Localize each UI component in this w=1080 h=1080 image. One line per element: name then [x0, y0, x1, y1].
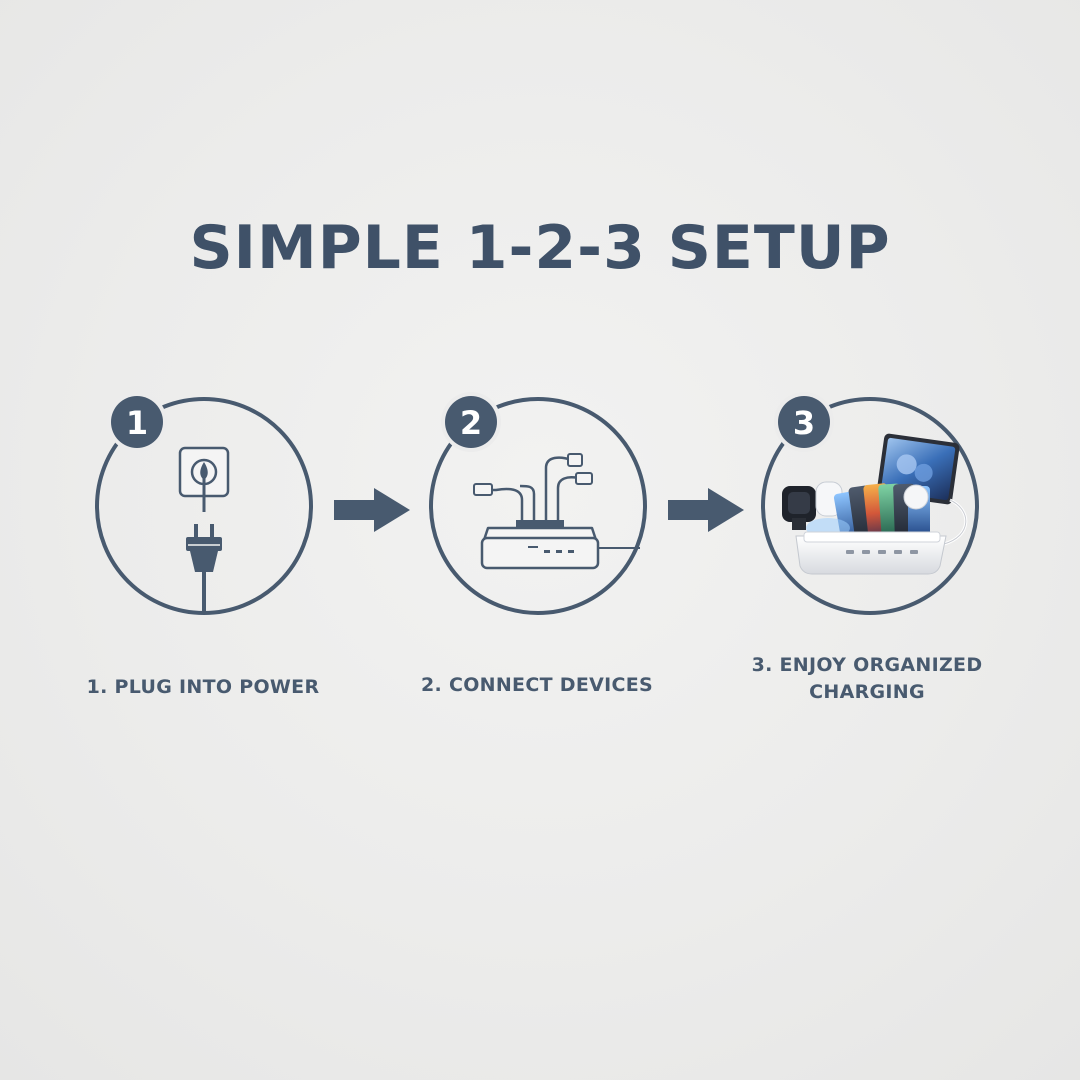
step-2-label: 2. CONNECT DEVICES [421, 674, 653, 696]
step-2-number: 2 [460, 404, 482, 442]
step-2-circle [429, 397, 647, 615]
step-3-number-badge: 3 [774, 392, 834, 452]
step-3-label: 3. ENJOY ORGANIZED CHARGING [751, 654, 983, 703]
arrow-right-icon [334, 488, 410, 532]
step-1-number: 1 [126, 404, 148, 442]
arrow-right-icon [668, 488, 744, 532]
step-3: 3 [761, 392, 979, 615]
step-1: 1 [95, 392, 313, 615]
step-1-number-badge: 1 [107, 392, 167, 452]
step-1-label: 1. PLUG INTO POWER [86, 676, 320, 698]
step-3-circle [761, 397, 979, 615]
step-1-circle [95, 397, 313, 615]
charging-station-with-devices-icon [782, 433, 968, 575]
plug-into-outlet-icon [178, 446, 230, 612]
step-2-number-badge: 2 [441, 392, 501, 452]
step-3-number: 3 [793, 404, 815, 442]
page-title: SIMPLE 1-2-3 SETUP [189, 213, 891, 283]
step-2: 2 [429, 392, 647, 615]
usb-charging-hub-icon [473, 453, 640, 570]
